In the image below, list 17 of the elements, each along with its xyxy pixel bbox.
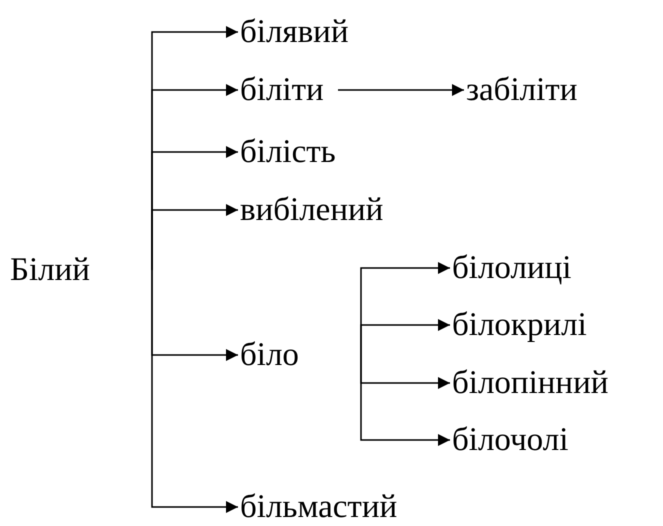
word-text: біло xyxy=(240,338,299,372)
word-text: більмастий xyxy=(240,490,398,524)
arrow xyxy=(151,270,238,513)
arrow xyxy=(360,319,450,355)
word-text: білопінний xyxy=(452,366,608,400)
word-text: біліти xyxy=(240,74,324,106)
arrow xyxy=(360,355,450,446)
word-text: білокрилі xyxy=(452,308,587,342)
word-text: Білий xyxy=(10,254,90,286)
word-text: білолиці xyxy=(452,252,572,284)
arrow xyxy=(338,84,464,96)
word-text: білочолі xyxy=(452,424,568,456)
word-text: забіліти xyxy=(466,74,578,106)
word-text: вибілений xyxy=(240,194,384,226)
arrow xyxy=(151,204,238,270)
word-text: білість xyxy=(240,136,336,168)
word-text: білявий xyxy=(240,16,349,48)
